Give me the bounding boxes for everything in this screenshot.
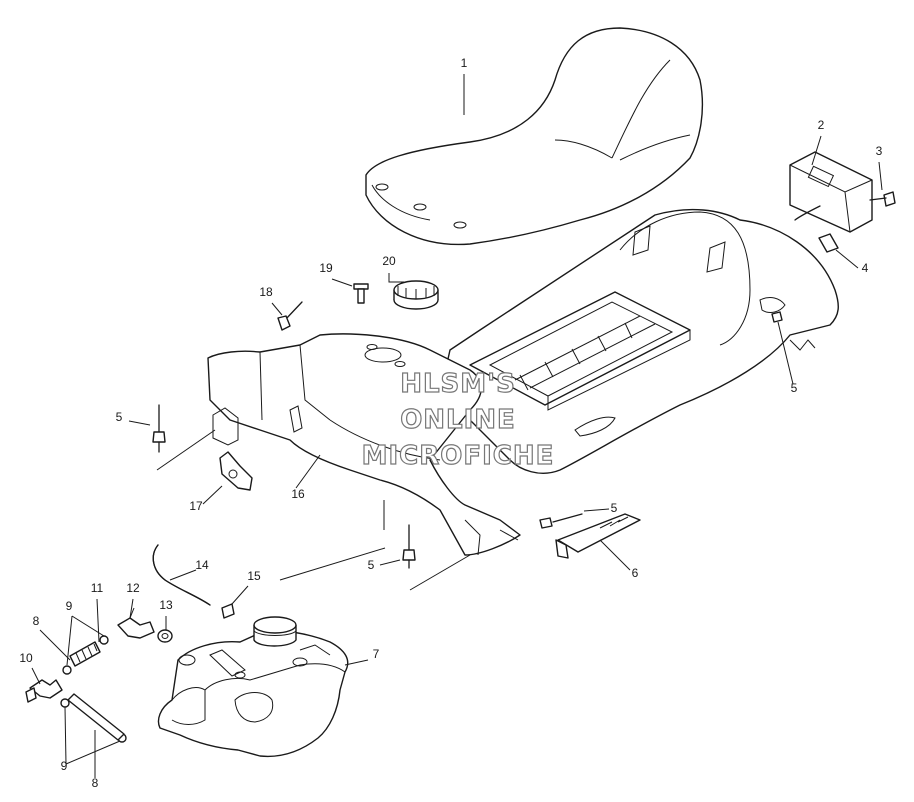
strap-part: [555, 513, 641, 559]
rear-body-part: [439, 208, 839, 474]
callout-19: 19: [319, 261, 333, 275]
fuel-valve-part: [25, 679, 63, 703]
callout-5: 5: [611, 501, 618, 515]
rivet-5-rear-part: [771, 311, 783, 323]
callout-13: 13: [159, 598, 173, 612]
fuel-cap-part: [393, 280, 439, 310]
leader-lines: [31, 74, 883, 778]
grommet-9-part: [60, 635, 127, 743]
rivet-5-center-part: [402, 524, 416, 569]
callout-5: 5: [791, 381, 798, 395]
callout-6: 6: [632, 566, 639, 580]
watermark: HLSM'S ONLINE MICROFICHE: [361, 368, 555, 471]
clamp-15-part: [221, 603, 235, 619]
callout-18: 18: [259, 285, 273, 299]
rivet-5-left-part: [152, 404, 166, 453]
callout-11: 11: [91, 581, 104, 595]
rivet-5-right-part: [539, 513, 583, 529]
callout-12: 12: [126, 581, 140, 595]
bracket-17-part: [219, 451, 253, 491]
callout-20: 20: [382, 254, 396, 268]
vent-hose-part: [152, 544, 211, 606]
callout-8: 8: [92, 776, 99, 790]
rear-bracket-part: [789, 151, 873, 233]
screw-part: [869, 191, 896, 207]
callout-14: 14: [195, 558, 209, 572]
callout-3: 3: [876, 144, 883, 158]
watermark-line-2: ONLINE: [400, 405, 516, 435]
callout-10: 10: [19, 651, 33, 665]
callout-17: 17: [189, 499, 203, 513]
watermark-line-1: HLSM'S: [400, 369, 516, 399]
elbow-fitting-part: [117, 607, 155, 639]
callout-15: 15: [247, 569, 261, 583]
callout-1: 1: [461, 56, 468, 70]
fuel-line-part: [67, 693, 125, 741]
clip-nut-part: [818, 233, 839, 253]
callout-2: 2: [818, 118, 825, 132]
watermark-line-3: MICROFICHE: [362, 441, 555, 471]
callout-16: 16: [291, 487, 305, 501]
grommet-part: [157, 629, 173, 643]
callout-9: 9: [66, 599, 73, 613]
console-cover-part: [207, 333, 521, 556]
callout-5: 5: [116, 410, 123, 424]
seat-part: [365, 27, 704, 246]
rivet-18-part: [277, 301, 303, 331]
callout-7: 7: [373, 647, 380, 661]
filter-part: [69, 641, 101, 667]
callout-8: 8: [33, 614, 40, 628]
fuel-tank-part: [157, 616, 349, 758]
callout-5: 5: [368, 558, 375, 572]
bolt-19-part: [353, 283, 369, 304]
callout-9: 9: [61, 759, 68, 773]
callout-4: 4: [862, 261, 869, 275]
